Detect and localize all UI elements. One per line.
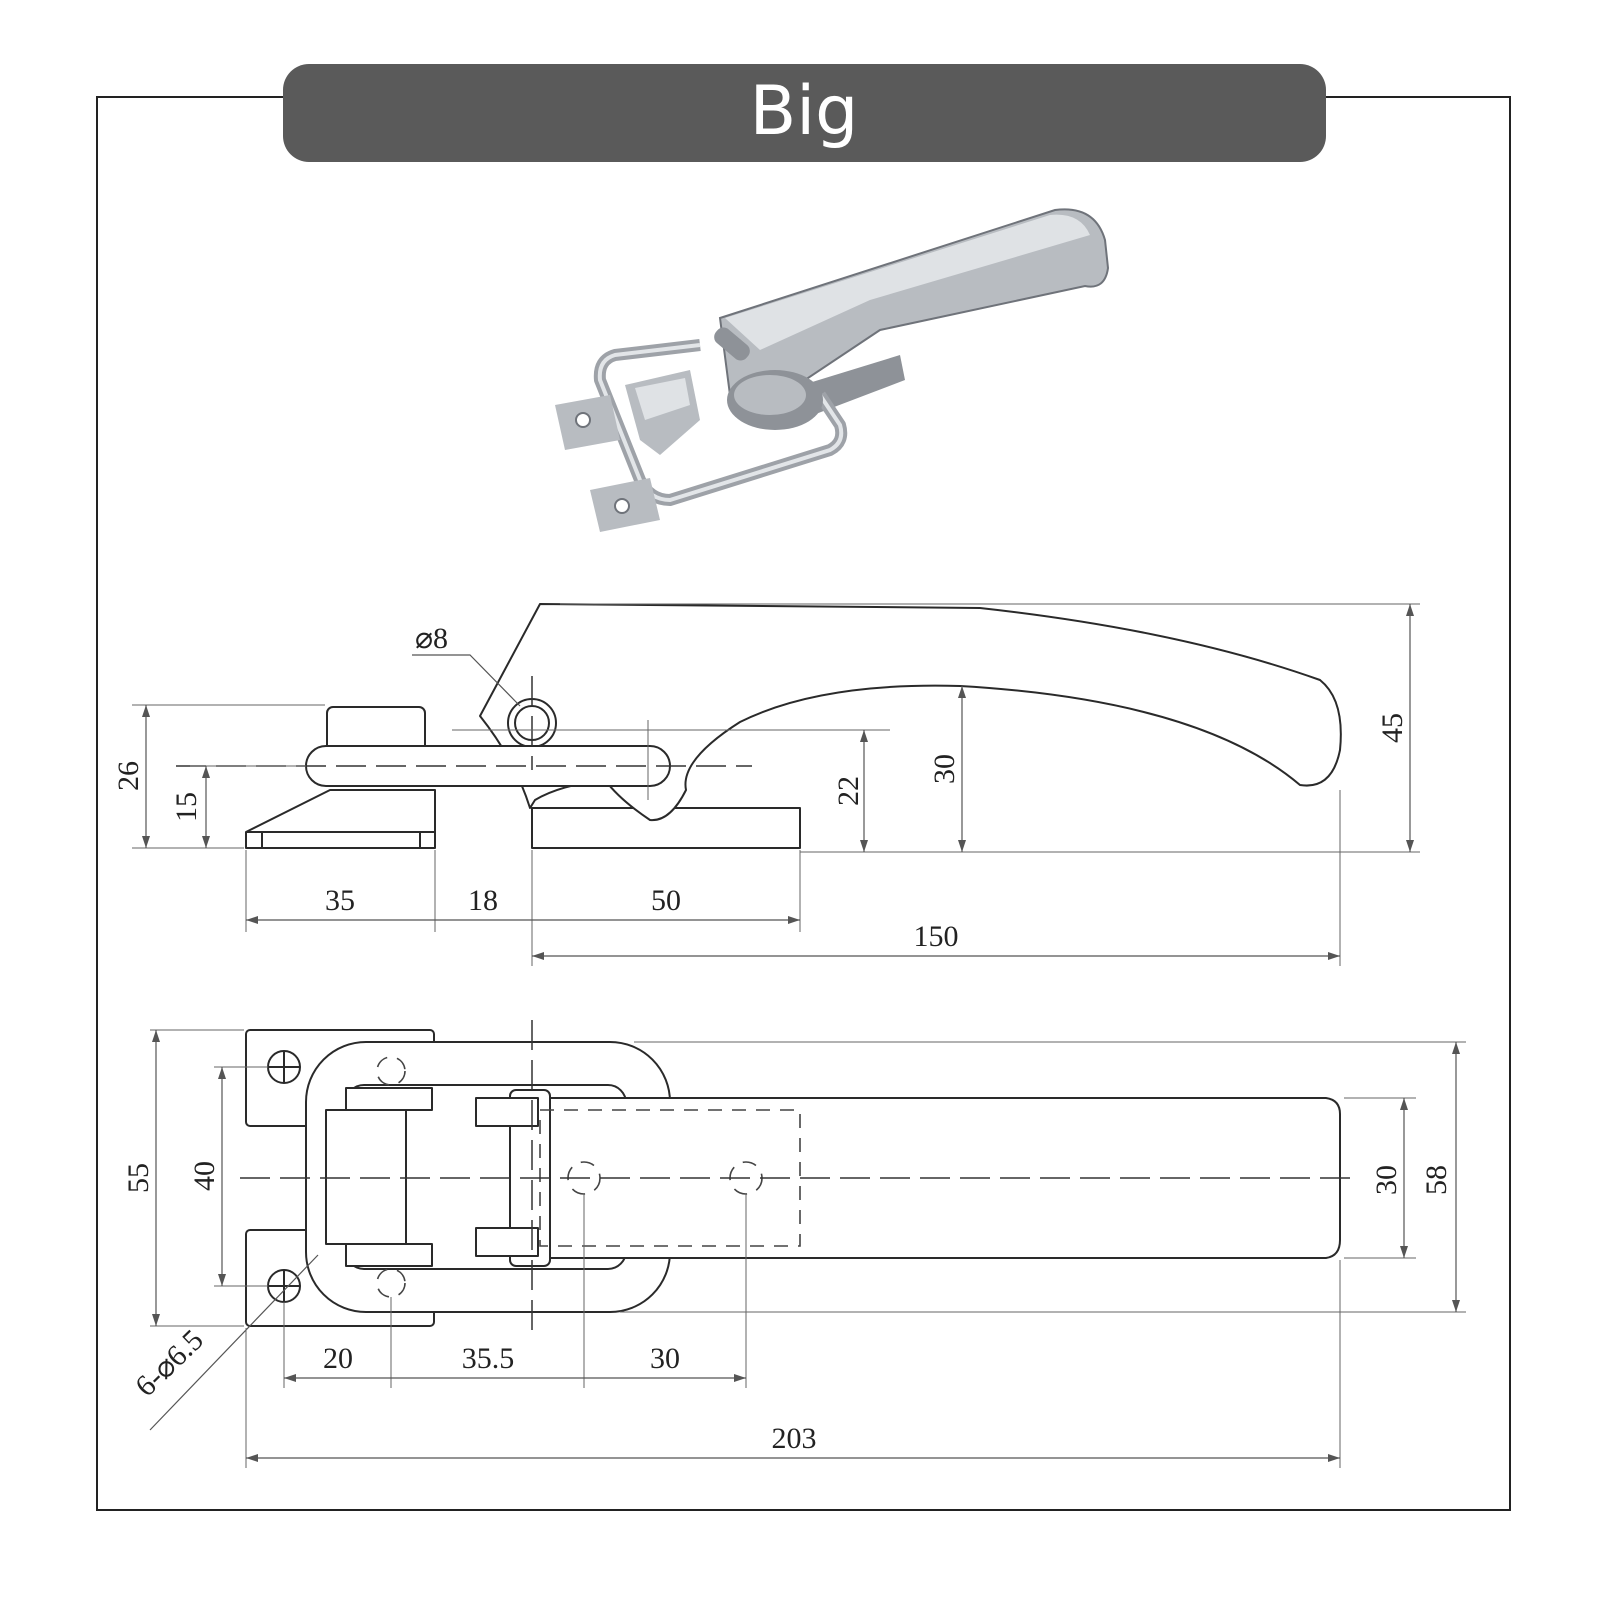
- top-view: 55 40 30 58 6-⌀6.5 20 35.5 30 203: [122, 1020, 1466, 1468]
- hook-plate: [245, 789, 436, 849]
- dim-width-overall: 58: [1420, 1165, 1453, 1195]
- dim-width-hook: 55: [122, 1163, 155, 1193]
- handle-profile: [479, 603, 1342, 822]
- dim-length-overall: 203: [772, 1422, 817, 1455]
- dim-length-base: 50: [651, 884, 681, 917]
- hook-body: [325, 1109, 407, 1245]
- dim-height-overall: 45: [1376, 713, 1409, 743]
- dim-height-total: 26: [112, 761, 145, 791]
- base-plate: [531, 807, 801, 849]
- dim-height-hook: 15: [170, 792, 203, 822]
- dim-hole-spacing: 40: [188, 1161, 221, 1191]
- dimension-arrows: [142, 604, 1460, 1462]
- dim-width-handle: 30: [1370, 1165, 1403, 1195]
- dim-height-handle-underside: 30: [928, 754, 961, 784]
- title-banner: Big: [283, 64, 1326, 162]
- latch-product-image: [555, 208, 1110, 532]
- dim-offset-second: 35.5: [462, 1342, 515, 1375]
- dim-pin-diameter: ⌀8: [415, 622, 448, 655]
- dim-height-pivot: 22: [832, 776, 865, 806]
- dim-offset-third: 30: [650, 1342, 680, 1375]
- dim-length-handle: 150: [914, 920, 959, 953]
- dim-hole-spec: 6-⌀6.5: [129, 1323, 210, 1403]
- side-view: ⌀8 26 15 22 30 45 35 18 50 150: [112, 603, 1420, 966]
- dim-length-gap: 18: [468, 884, 498, 917]
- dim-length-hook: 35: [325, 884, 355, 917]
- title-text: Big: [750, 72, 859, 151]
- dim-offset-first: 20: [323, 1342, 353, 1375]
